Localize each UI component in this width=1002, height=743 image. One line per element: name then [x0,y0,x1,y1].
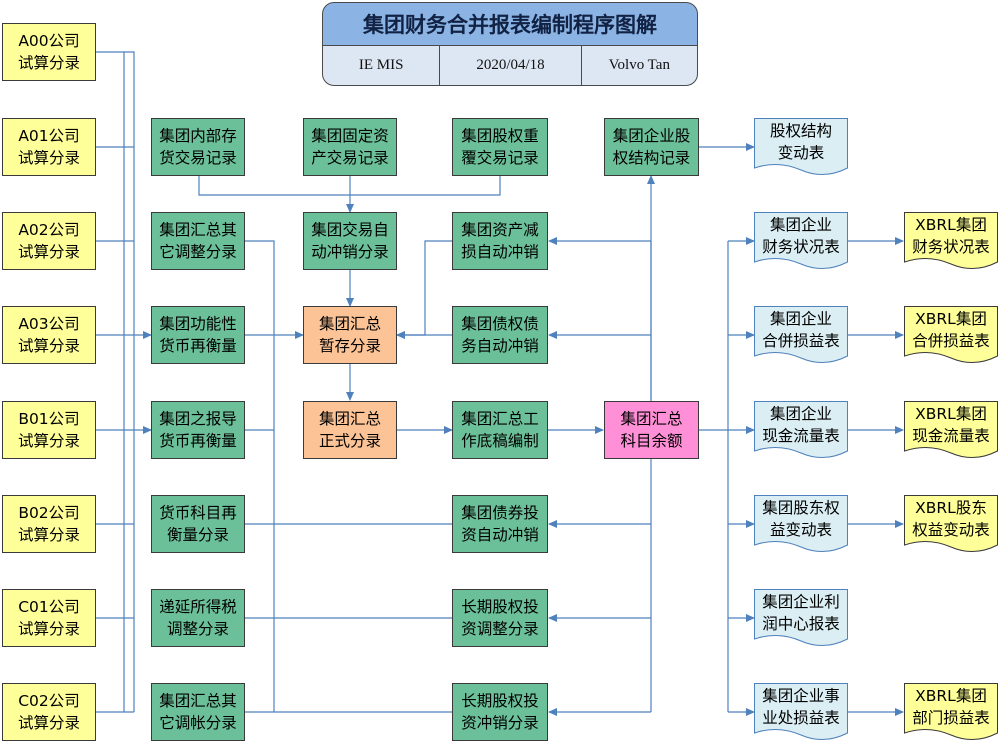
auto-elimination-entry: 集团交易自 动冲销分录 [303,212,397,270]
title-panel: 集团财务合并报表编制程序图解 IE MIS 2020/04/18 Volvo T… [322,2,698,86]
report-equity-change-label: 股权结构 变动表 [769,122,832,162]
ledger-a00: A00公司 试算分录 [2,23,96,81]
equity-overlap-record: 集团股权重 覆交易记录 [452,118,548,176]
report-consolidated-income-label: 集团企业 合併损益表 [762,310,840,350]
asset-impairment-elimination: 集团资产减 损自动冲销 [452,212,548,270]
ledger-b01: B01公司 试算分录 [2,401,96,459]
ledger-c02: C02公司 试算分录 [2,683,96,741]
xbrl-cash-flow-label: XBRL集团 现金流量表 [912,405,990,445]
ledger-a01: A01公司 试算分录 [2,118,96,176]
report-division-income: 集团企业事 业处损益表 [754,683,848,743]
reporting-currency-remeasure: 集团之报导 货币再衡量 [151,401,245,459]
debt-elimination: 集团债权债 务自动冲销 [452,306,548,364]
inventory-trade-record: 集团内部存 货交易记录 [151,118,245,176]
report-consolidated-income: 集团企业 合併损益表 [754,306,848,366]
system-name: IE MIS [358,57,404,73]
left-collector [244,240,275,712]
report-profit-center: 集团企业利 润中心报表 [754,589,848,649]
equity-structure-record: 集团企业股 权结构记录 [604,118,699,176]
other-account-adjust-entry: 集团汇总其 它调帐分录 [151,683,245,741]
report-equity-change: 股权结构 变动表 [754,118,848,178]
xbrl-cash-flow: XBRL集团 现金流量表 [904,401,998,461]
xbrl-division-income-label: XBRL集团 部门损益表 [912,687,990,727]
report-financial-position: 集团企业 财务状况表 [754,212,848,272]
ledger-a03: A03公司 试算分录 [2,306,96,364]
functional-currency-remeasure: 集团功能性 货币再衡量 [151,306,245,364]
xbrl-division-income: XBRL集团 部门损益表 [904,683,998,743]
bond-investment-elimination: 集团债券投 资自动冲销 [452,495,548,553]
temporary-entry: 集团汇总 暂存分录 [303,306,397,364]
other-adjustment-entry: 集团汇总其 它调整分录 [151,212,245,270]
fixed-asset-trade-record: 集团固定资 产交易记录 [303,118,397,176]
monetary-remeasure-entry: 货币科目再 衡量分录 [151,495,245,553]
ledger-bus-right [124,51,135,712]
xbrl-financial-position: XBRL集团 财务状况表 [904,212,998,272]
impairment-to-temp [396,240,452,339]
report-cash-flow-label: 集团企业 现金流量表 [762,405,840,445]
report-shareholder-equity-label: 集团股东权 益变动表 [762,499,840,539]
deferred-tax-entry: 递延所得税 调整分录 [151,589,245,647]
report-spine [699,241,729,712]
diagram-title: 集团财务合并报表编制程序图解 [322,2,698,46]
report-profit-center-label: 集团企业利 润中心报表 [762,593,840,633]
meta-row: IE MIS 2020/04/18 Volvo Tan [322,45,698,86]
ledger-bus-left [96,51,125,712]
report-division-income-label: 集团企业事 业处损益表 [762,687,840,727]
ledger-b02: B02公司 试算分录 [2,495,96,553]
report-financial-position-label: 集团企业 财务状况表 [762,216,840,256]
xbrl-financial-position-label: XBRL集团 财务状况表 [912,216,990,256]
diagram-author: Volvo Tan [580,46,697,85]
account-balance: 集团汇总 科目余额 [604,401,699,459]
worksheet-compilation: 集团汇总工 作底稿编制 [452,401,548,459]
report-shareholder-equity: 集团股东权 益变动表 [754,495,848,555]
xbrl-shareholder-equity-label: XBRL股东 权益变动表 [912,499,990,539]
formal-entry: 集团汇总 正式分录 [303,401,397,459]
xbrl-shareholder-equity: XBRL股东 权益变动表 [904,495,998,555]
ledger-a02: A02公司 试算分录 [2,212,96,270]
lt-equity-adjustment: 长期股权投 资调整分录 [452,589,548,647]
xbrl-consolidated-income: XBRL集团 合併损益表 [904,306,998,366]
report-cash-flow: 集团企业 现金流量表 [754,401,848,461]
lt-equity-elimination: 长期股权投 资冲销分录 [452,683,548,741]
diagram-date: 2020/04/18 [439,46,580,85]
xbrl-consolidated-income-label: XBRL集团 合併损益表 [912,310,990,350]
ledger-c01: C01公司 试算分录 [2,589,96,647]
